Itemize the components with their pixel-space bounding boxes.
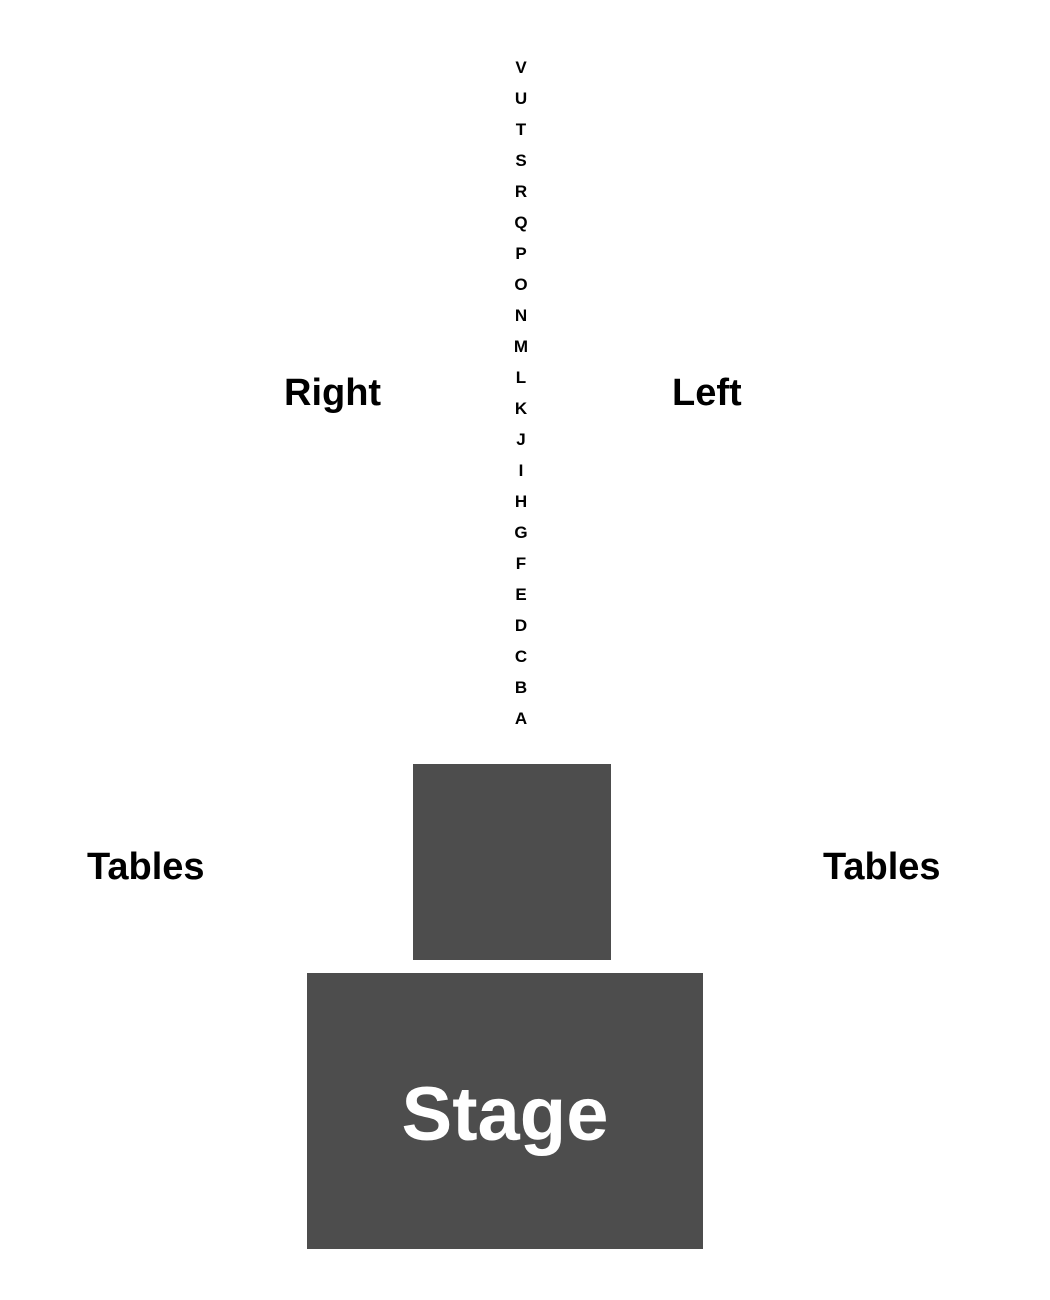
row-label-c[interactable]: C xyxy=(514,647,528,666)
row-label-k[interactable]: K xyxy=(514,399,528,418)
section-left-label[interactable]: Left xyxy=(672,372,742,414)
row-label-o[interactable]: O xyxy=(514,275,528,294)
row-label-m[interactable]: M xyxy=(513,337,529,356)
row-label-s[interactable]: S xyxy=(515,151,527,170)
stage-thrust xyxy=(413,764,611,960)
stage-label: Stage xyxy=(401,1072,609,1157)
row-label-n[interactable]: N xyxy=(514,306,528,325)
row-label-a[interactable]: A xyxy=(514,709,528,728)
row-label-g[interactable]: G xyxy=(514,523,528,542)
row-label-v[interactable]: V xyxy=(515,58,527,77)
row-label-e[interactable]: E xyxy=(515,585,527,604)
row-letters: V U T S R Q P O N M L K J I H G F E D C … xyxy=(506,54,536,736)
row-label-l[interactable]: L xyxy=(515,368,527,387)
row-label-q[interactable]: Q xyxy=(514,213,528,232)
row-label-r[interactable]: R xyxy=(514,182,528,201)
row-label-p[interactable]: P xyxy=(515,244,527,263)
row-label-f[interactable]: F xyxy=(515,554,527,573)
row-label-h[interactable]: H xyxy=(514,492,528,511)
row-label-t[interactable]: T xyxy=(515,120,527,139)
row-label-j[interactable]: J xyxy=(516,430,526,449)
tables-right-label[interactable]: Tables xyxy=(823,846,941,888)
section-right-label[interactable]: Right xyxy=(284,372,382,414)
row-label-d[interactable]: D xyxy=(514,616,528,635)
tables-left-label[interactable]: Tables xyxy=(87,846,205,888)
row-label-b[interactable]: B xyxy=(514,678,528,697)
row-label-i[interactable]: I xyxy=(518,461,524,480)
stage: Stage xyxy=(307,973,703,1249)
row-label-u[interactable]: U xyxy=(514,89,528,108)
